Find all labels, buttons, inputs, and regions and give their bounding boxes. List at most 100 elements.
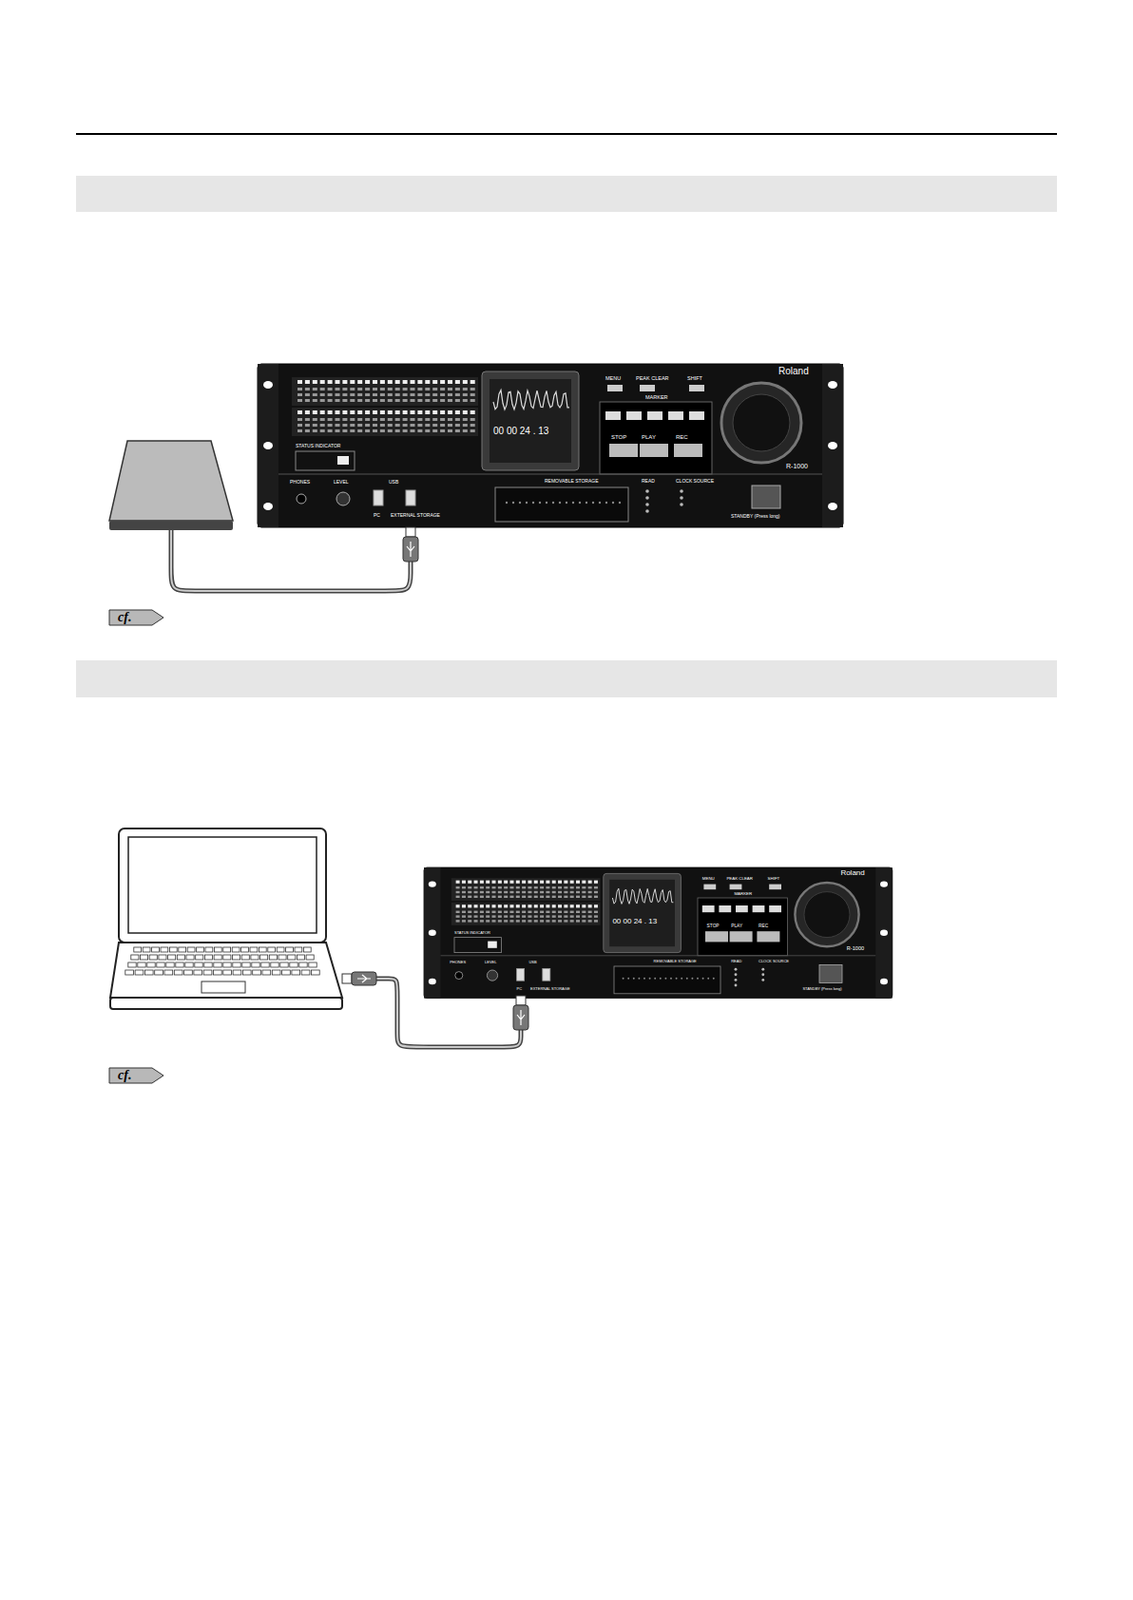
keyboard-key	[166, 962, 174, 968]
keyboard-key	[232, 962, 241, 968]
keyboard-key	[241, 947, 250, 953]
keyboard-key	[142, 947, 151, 953]
button-label: REC	[675, 434, 689, 441]
keyboard-key	[193, 970, 203, 976]
keyboard-key	[196, 947, 205, 953]
keyboard-key	[134, 947, 142, 953]
usb-plug	[516, 996, 526, 1006]
keyboard-key	[299, 962, 308, 968]
keyboard-key	[158, 955, 167, 961]
keyboard-key	[294, 947, 303, 953]
keyboard-key	[242, 962, 250, 968]
keyboard-key	[152, 947, 160, 953]
keyboard-key	[205, 947, 213, 953]
keyboard-key	[204, 955, 212, 961]
keyboard-key	[178, 947, 187, 953]
keyboard-key	[232, 970, 242, 976]
keyboard-key	[241, 955, 250, 961]
button-label: SHIFT	[687, 376, 703, 383]
keyboard-key	[213, 970, 223, 976]
keyboard-key	[185, 962, 193, 968]
keyboard-key	[144, 970, 154, 976]
usb-cable	[376, 979, 521, 1048]
keyboard-key	[270, 962, 279, 968]
keyboard-key	[242, 970, 251, 976]
keyboard-key	[125, 970, 135, 976]
keyboard-key	[223, 955, 231, 961]
bay-label: REMOVABLE STORAGE	[653, 960, 697, 964]
bay-label: REMOVABLE STORAGE	[544, 479, 599, 484]
usb-symbol	[517, 1010, 525, 1026]
keyboard-key	[203, 970, 212, 976]
usb-plug	[405, 527, 416, 538]
recorder-panel	[423, 867, 893, 999]
keyboard-key	[147, 962, 155, 968]
button-label: REC	[758, 923, 769, 929]
keyboard-key	[194, 962, 203, 968]
keyboard-key	[149, 955, 157, 961]
keyboard-key	[164, 970, 173, 976]
keyboard-key	[268, 955, 277, 961]
keyboard-key	[176, 955, 185, 961]
keyboard-key	[282, 970, 291, 976]
button-label: STANDBY (Press long)	[730, 514, 781, 519]
brand-logo: Roland	[778, 366, 809, 378]
keyboard-key	[291, 970, 301, 976]
reference-mark: cf.	[117, 1069, 132, 1083]
button-label: PLAY	[730, 923, 743, 929]
keyboard-key	[296, 955, 305, 961]
keyboard-key	[250, 955, 259, 961]
button-label: PEAK CLEAR	[635, 376, 670, 383]
port-label: USB	[388, 480, 399, 485]
panel-label: STATUS INDICATOR	[454, 931, 491, 936]
port-label: EXTERNAL STORAGE	[390, 513, 441, 519]
keyboard-key	[204, 962, 212, 968]
keyboard-key	[195, 955, 204, 961]
group-label: MARKER	[733, 892, 752, 898]
reference-tag	[109, 610, 164, 626]
keyboard-key	[131, 955, 139, 961]
port-label: USB	[528, 960, 537, 965]
group-label: MARKER	[645, 395, 669, 402]
jack-label: PHONES	[289, 480, 310, 485]
led-label: CLOCK SOURCE	[675, 479, 714, 484]
port-label: PC	[517, 987, 523, 992]
keyboard-key	[252, 970, 262, 976]
header-rule	[76, 133, 1057, 135]
keyboard-key	[308, 962, 317, 968]
usb-cable	[171, 530, 411, 592]
keyboard-key	[231, 947, 240, 953]
keyboard-key	[213, 955, 222, 961]
keyboard-key	[271, 970, 281, 976]
brand-logo: Roland	[840, 869, 865, 878]
reference-mark: cf.	[117, 611, 132, 625]
keyboard-key	[288, 955, 296, 961]
keyboard-key	[223, 947, 231, 953]
port-label: PC	[373, 513, 381, 519]
keyboard-key	[168, 955, 176, 961]
keyboard-key	[289, 962, 298, 968]
display-readout: 00 00 24 . 13	[612, 918, 657, 926]
section-bar	[76, 660, 1057, 698]
usb-plug	[513, 1005, 529, 1031]
keyboard-key	[286, 947, 294, 953]
keyboard-key	[184, 970, 193, 976]
keyboard-key	[156, 962, 165, 968]
keyboard-key	[213, 962, 222, 968]
button-label: STANDBY (Press long)	[802, 987, 842, 992]
keyboard-key	[128, 962, 136, 968]
keyboard-key	[301, 970, 310, 976]
led-label: CLOCK SOURCE	[758, 960, 789, 964]
led-label: READ	[641, 479, 655, 484]
keyboard-key	[276, 947, 285, 953]
keyboard-key	[175, 962, 184, 968]
usb-cable	[171, 530, 411, 592]
keyboard-key	[154, 970, 164, 976]
model-name: R-1000	[846, 946, 865, 953]
keyboard-key	[223, 970, 232, 976]
knob-label: LEVEL	[484, 960, 497, 965]
button-label: MENU	[702, 877, 715, 883]
keyboard-key	[169, 947, 177, 953]
keyboard-key	[186, 955, 194, 961]
hard-drive-base	[109, 520, 233, 531]
